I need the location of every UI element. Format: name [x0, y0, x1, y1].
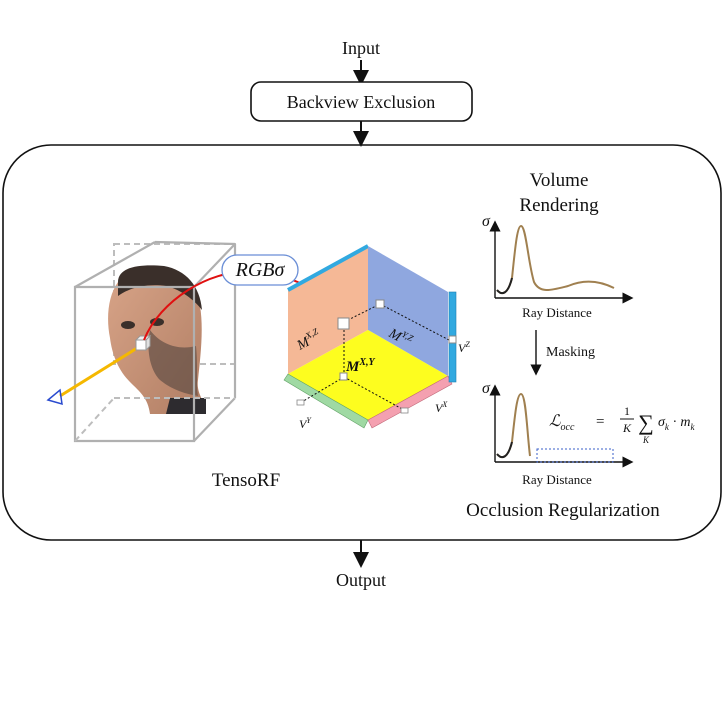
occlusion-regularization-title: Occlusion Regularization [466, 500, 660, 521]
svg-text:=: = [596, 414, 604, 430]
vector-x-label: VX [435, 400, 448, 415]
vr-y-axis-symbol: σ [482, 213, 491, 230]
svg-text:ℒocc: ℒocc [549, 413, 575, 433]
rgb-sigma-label: RGBσ [235, 259, 286, 281]
head-image [108, 265, 206, 414]
vector-y-label: VY [299, 416, 312, 431]
volume-rendering-plot: σ Ray Distance [482, 213, 634, 320]
tensorf-label: TensoRF [212, 470, 280, 491]
vr-density-curve [496, 224, 615, 295]
input-label: Input [342, 38, 380, 58]
plane-xy-label: MX,Y [345, 357, 376, 375]
sample-point-icon [134, 334, 152, 352]
plane-yz [368, 246, 448, 376]
camera-ray [59, 343, 143, 398]
occlusion-loss-formula: ℒocc = 1 K ∑ K σk·mk [549, 404, 696, 445]
svg-text:∑: ∑ [638, 410, 654, 435]
occ-x-axis-label: Ray Distance [522, 472, 592, 487]
svg-text:K: K [642, 435, 650, 445]
output-label: Output [336, 570, 386, 590]
occ-y-axis-symbol: σ [482, 380, 491, 397]
vector-x [367, 375, 453, 429]
svg-text:K: K [622, 421, 632, 435]
masking-label: Masking [546, 345, 595, 360]
occ-mask-region [536, 448, 614, 463]
svg-text:σk·mk: σk·mk [658, 415, 696, 432]
svg-text:1: 1 [624, 404, 630, 418]
occ-density-curve [496, 392, 531, 459]
occlusion-plot: σ Ray Distance [482, 380, 634, 487]
volume-rendering-title-1: Volume [530, 170, 589, 191]
vector-z-label: VZ [458, 340, 470, 355]
rgb-sigma-pill [221, 254, 299, 286]
tensor-planes: MX,Z MY,Z MX,Y VZ VY VX [283, 244, 470, 431]
tensorf-cube [46, 240, 237, 443]
plane-xy [288, 330, 448, 420]
camera-icon [46, 388, 63, 406]
volume-rendering-title-2: Rendering [519, 195, 599, 216]
plane-xz [288, 246, 368, 374]
backview-exclusion-label: Backview Exclusion [287, 92, 435, 112]
vr-x-axis-label: Ray Distance [522, 305, 592, 320]
